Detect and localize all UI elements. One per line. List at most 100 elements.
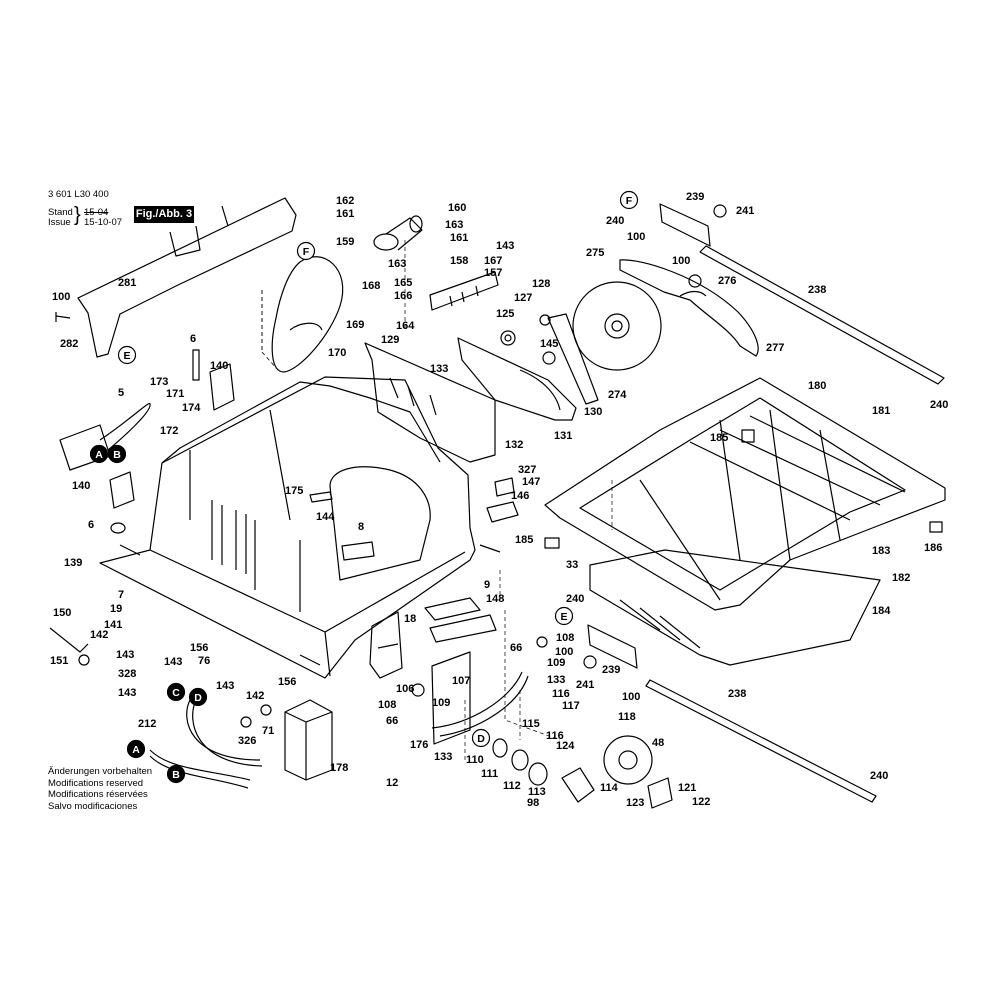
bracket-281: [77, 197, 297, 358]
part-number-label: 165: [394, 277, 412, 289]
issue-date: 15-10-07: [84, 217, 123, 228]
part-number-label: 131: [554, 430, 572, 442]
part-number-label: 133: [430, 363, 448, 375]
part-number-label: 19: [110, 603, 122, 615]
part-number-label: 239: [602, 664, 620, 676]
part-number-label: 109: [547, 657, 565, 669]
part-number-label: 139: [64, 557, 82, 569]
svg-text:E: E: [123, 350, 130, 362]
part-number-label: 6: [190, 333, 196, 345]
part-number-label: 172: [160, 425, 178, 437]
part-number-label: 212: [138, 718, 156, 730]
handwheel-118: [603, 735, 653, 785]
part-number-label: 8: [358, 521, 364, 533]
svg-text:D: D: [477, 733, 485, 745]
part-number-label: 168: [362, 280, 380, 292]
svg-text:C: C: [172, 687, 180, 699]
part-number-label: 157: [484, 267, 502, 279]
plate-130: [457, 337, 577, 421]
part-number-label: 176: [410, 739, 428, 751]
svg-text:E: E: [560, 611, 567, 623]
part-number-label: 108: [378, 699, 396, 711]
part-number-label: 170: [328, 347, 346, 359]
marker-circle: F: [296, 241, 316, 261]
guard-arm-277: [619, 259, 759, 357]
part-number-label: 66: [510, 642, 522, 654]
part-number-label: 143: [496, 240, 514, 252]
marker-circle: D: [188, 687, 208, 707]
part-number-label: 181: [872, 405, 890, 417]
notes-block: Änderungen vorbehalten Modifications res…: [48, 766, 152, 812]
marker-circle: A: [89, 444, 109, 464]
part-number-label: 5: [118, 387, 124, 399]
part-number-label: 107: [452, 675, 470, 687]
part-number-label: 239: [686, 191, 704, 203]
part-number-label: 166: [394, 290, 412, 302]
part-number-label: 114: [600, 782, 619, 794]
part-labels: 5667891218193348666671769810010010010010…: [50, 191, 948, 809]
marker-circle: C: [166, 682, 186, 702]
part-number-label: 116: [552, 688, 570, 700]
part-number-label: 112: [503, 780, 521, 792]
part-number-label: 183: [872, 545, 890, 557]
part-number-label: 115: [522, 718, 540, 730]
part-number-label: 147: [522, 476, 540, 488]
part-number-label: 238: [808, 284, 826, 296]
figure-label: Fig./Abb. 3: [134, 206, 194, 223]
part-number-label: 173: [150, 376, 168, 388]
part-number-label: 275: [586, 247, 604, 259]
part-number-label: 121: [678, 782, 696, 794]
part-number-label: 241: [576, 679, 594, 691]
part-number-label: 48: [652, 737, 664, 749]
part-number-label: 238: [728, 688, 746, 700]
part-number-label: 143: [216, 680, 234, 692]
brace: }: [74, 204, 81, 226]
part-number-label: 185: [515, 534, 533, 546]
part-number-label: 33: [566, 559, 578, 571]
document-number: 3 601 L30 400: [48, 189, 109, 200]
part-number-label: 158: [450, 255, 468, 267]
note-line: Modifications réservées: [48, 789, 148, 801]
part-number-label: 240: [566, 593, 584, 605]
part-number-label: 100: [622, 691, 640, 703]
part-number-label: 127: [514, 292, 532, 304]
part-number-label: 130: [584, 406, 602, 418]
part-number-label: 123: [626, 797, 644, 809]
svg-text:F: F: [303, 246, 310, 258]
part-number-label: 277: [766, 342, 784, 354]
plate-129: [364, 342, 496, 463]
part-number-label: 113: [528, 786, 546, 798]
part-number-label: 106: [396, 683, 414, 695]
part-number-label: 326: [238, 735, 256, 747]
part-number-label: 282: [60, 338, 78, 350]
part-number-label: 164: [396, 320, 415, 332]
part-number-label: 6: [88, 519, 94, 531]
part-number-label: 109: [432, 697, 450, 709]
marker-circle: A: [126, 739, 146, 759]
part-number-label: 125: [496, 308, 514, 320]
part-number-label: 98: [527, 797, 539, 809]
part-number-label: 163: [445, 219, 463, 231]
part-number-label: 156: [190, 642, 208, 654]
part-number-label: 141: [104, 619, 122, 631]
guard-168: [271, 256, 344, 373]
part-number-label: 111: [481, 768, 498, 780]
part-number-label: 100: [555, 646, 573, 658]
part-number-label: 133: [547, 674, 565, 686]
part-number-label: 140: [72, 480, 90, 492]
saw-blade-275: [572, 281, 662, 371]
part-number-label: 169: [346, 319, 364, 331]
marker-circle: E: [554, 606, 574, 626]
note-line: Modifications reserved: [48, 777, 144, 789]
part-number-label: 71: [262, 725, 274, 737]
part-number-label: 18: [404, 613, 416, 625]
part-number-label: 159: [336, 236, 354, 248]
part-number-label: 160: [448, 202, 466, 214]
part-number-label: 148: [486, 593, 504, 605]
part-number-label: 163: [388, 258, 406, 270]
part-number-label: 175: [285, 485, 303, 497]
svg-text:B: B: [113, 449, 121, 461]
marker-circle: E: [117, 345, 137, 365]
